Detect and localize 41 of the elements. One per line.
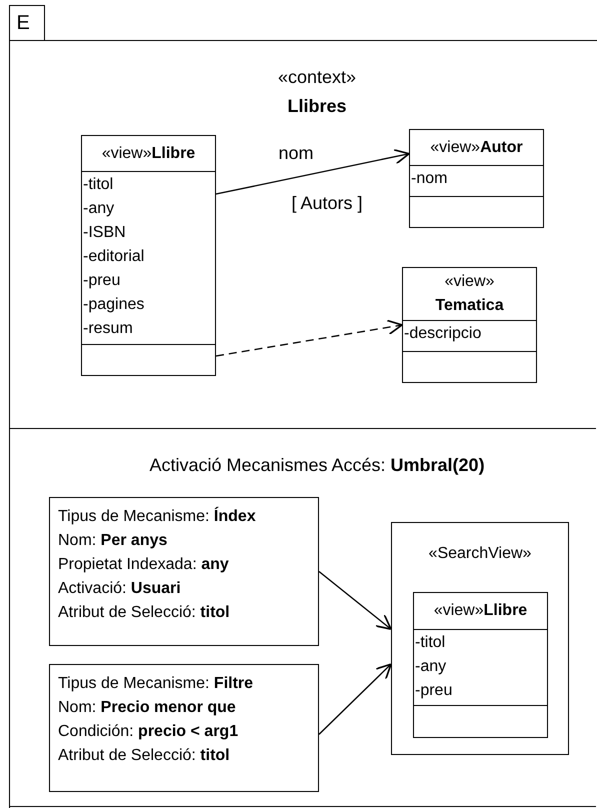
mechanism-note: [49, 497, 319, 646]
attribute-text: -any: [414, 657, 446, 677]
attribute-text: -nom: [410, 169, 448, 189]
section-title: Activació Mecanismes Accés: Umbral(20): [149, 455, 485, 475]
attribute-text: -resum: [82, 319, 133, 339]
stereotype-text: «SearchView»: [428, 544, 532, 564]
arrow: [318, 571, 392, 630]
class-name: «view»Llibre: [434, 601, 528, 621]
note-text: Nom: Precio menor que: [58, 698, 236, 718]
arrow: [216, 148, 410, 195]
attribute-text: -pagines: [82, 295, 144, 315]
mechanism-note: [49, 664, 319, 792]
note-text: Tipus de Mecanisme: Filtre: [58, 674, 254, 694]
attribute-text: -ISBN: [82, 223, 126, 243]
class-name: «view»Autor: [430, 138, 523, 158]
class-name: «view»Llibre: [102, 144, 196, 164]
section-title: Llibres: [287, 96, 347, 116]
attribute-text: -editorial: [82, 247, 144, 267]
attribute-text: -preu: [82, 271, 120, 291]
arrow: [216, 320, 403, 357]
note-text: Atribut de Selecció: titol: [58, 746, 230, 766]
section-title: «context»: [278, 67, 356, 87]
note-text: Atribut de Selecció: titol: [58, 603, 230, 623]
class-box: [413, 592, 548, 738]
note-text: Activació: Usuari: [58, 579, 181, 599]
arrow: [318, 663, 392, 735]
attribute-text: -titol: [82, 175, 114, 195]
class-box: [81, 135, 216, 376]
note-text: Nom: Per anys: [58, 531, 168, 551]
frame-label: E: [8, 4, 44, 40]
attribute-text: -preu: [414, 681, 452, 701]
note-text: Propietat Indexada: any: [58, 555, 229, 575]
attribute-text: -any: [82, 199, 114, 219]
class-box: [409, 129, 544, 228]
attribute-text: -descripcio: [403, 324, 482, 344]
attribute-text: -titol: [414, 633, 446, 653]
search-view-box: [391, 522, 569, 755]
note-text: Condición: precio < arg1: [58, 722, 238, 742]
class-box: [402, 267, 537, 383]
note-text: Tipus de Mecanisme: Índex: [58, 506, 256, 527]
class-name: «view» Tematica: [434, 272, 505, 316]
